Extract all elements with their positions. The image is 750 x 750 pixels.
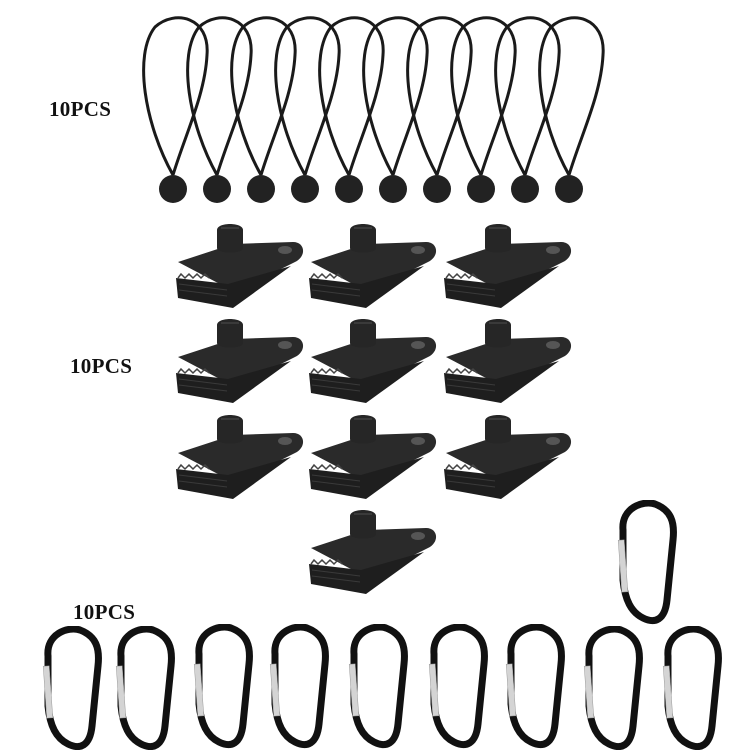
tarp-clip bbox=[173, 317, 308, 407]
tarp-clip bbox=[306, 222, 441, 312]
tarp-clip bbox=[306, 413, 441, 503]
carabiner bbox=[38, 626, 108, 750]
carabiner bbox=[501, 624, 571, 749]
tarp-clip bbox=[441, 317, 576, 407]
bungee-ball-cords-group bbox=[135, 15, 605, 205]
tarp-clip bbox=[306, 317, 441, 407]
carabiner bbox=[579, 626, 649, 750]
clips-count-label: 10PCS bbox=[70, 354, 133, 378]
carabiner bbox=[613, 500, 683, 625]
carabiner bbox=[265, 624, 335, 749]
tarp-clip bbox=[441, 413, 576, 503]
tarp-clip bbox=[173, 413, 308, 503]
tarp-clip bbox=[306, 508, 441, 598]
bungee-count-label: 10PCS bbox=[49, 97, 112, 121]
carabiner bbox=[189, 624, 259, 749]
carabiner bbox=[658, 626, 728, 750]
tarp-clip bbox=[441, 222, 576, 312]
carabiner bbox=[424, 624, 494, 749]
carabiner bbox=[344, 624, 414, 749]
carabiner bbox=[111, 626, 181, 750]
carabiners-count-label: 10PCS bbox=[73, 600, 136, 624]
tarp-clip bbox=[173, 222, 308, 312]
